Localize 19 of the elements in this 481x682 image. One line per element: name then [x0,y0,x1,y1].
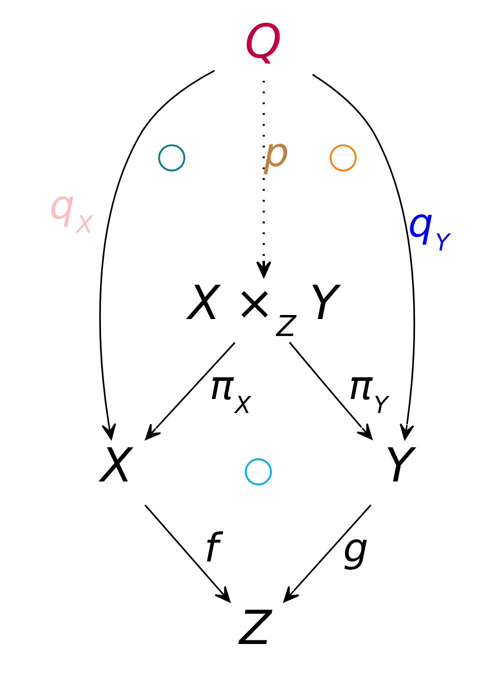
node-text: X [100,438,132,494]
arrow [282,504,371,602]
edge-label: q$_{X}$ [49,182,92,238]
arrow [98,70,214,440]
edge-label: p [263,130,288,176]
edge-label: g [342,525,368,572]
arrow [288,342,372,440]
node-circle [244,458,272,486]
node-text: Q [244,14,282,70]
node-text: Z [238,600,272,656]
arrow [144,342,235,440]
edge-label: q$_{Y}$ [408,200,449,257]
arrow [144,504,230,602]
arrow [256,80,271,278]
arrow [312,74,415,440]
node-circle [329,144,356,172]
edge-label: π$_{Y}$ [348,362,388,419]
edge-label: π$_{X}$ [209,362,250,419]
node-circle [158,144,185,172]
